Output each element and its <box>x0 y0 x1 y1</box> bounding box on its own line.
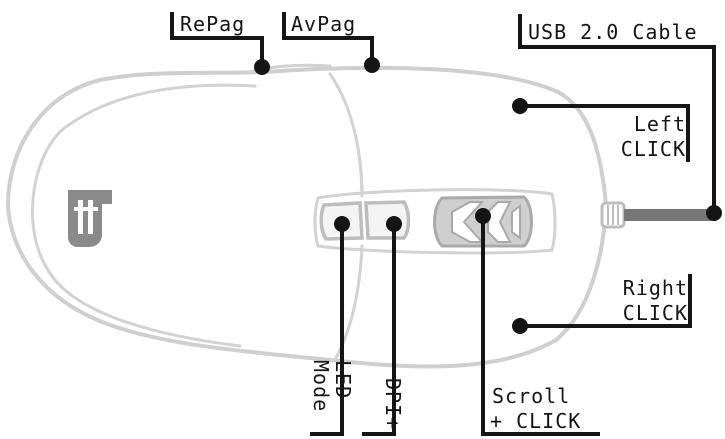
repag-leader <box>170 12 264 69</box>
mouse-body <box>6 63 716 369</box>
brand-logo <box>68 190 112 247</box>
scroll-label-line2: + CLICK <box>490 409 581 433</box>
mouse-outer-shell <box>6 65 608 369</box>
usb-leader <box>518 14 716 215</box>
labels: RePag AvPag USB 2.0 Cable Left CLICK Rig… <box>180 12 698 433</box>
right-click-label-line1: Right <box>623 276 688 300</box>
cable-connector <box>600 201 626 229</box>
scroll-label-line1: Scroll <box>492 384 570 408</box>
button-split-top <box>328 72 364 198</box>
led-mode-label-line2: Mode <box>309 360 333 412</box>
mouse-inner-edge <box>31 83 257 348</box>
led-mode-leader <box>310 222 344 436</box>
right-click-label-line2: CLICK <box>623 301 688 325</box>
button-split-bottom <box>334 244 364 360</box>
left-click-label-line2: CLICK <box>621 137 686 161</box>
avpag-label: AvPag <box>291 12 356 36</box>
dpi-plus-leader <box>362 222 396 436</box>
dpi-plus-label: DPI+ <box>381 378 405 430</box>
right-click-leader <box>518 274 692 328</box>
left-click-leader <box>518 104 690 162</box>
usb-cable <box>624 209 716 221</box>
repag-label: RePag <box>180 12 245 36</box>
scroll-leader <box>481 214 600 436</box>
led-mode-label-line1: LED <box>331 360 355 399</box>
avpag-leader <box>282 12 374 67</box>
usb-cable-label: USB 2.0 Cable <box>528 20 698 44</box>
left-click-label-line1: Left <box>634 112 686 136</box>
leaders <box>170 12 722 436</box>
button-tray <box>313 188 557 255</box>
